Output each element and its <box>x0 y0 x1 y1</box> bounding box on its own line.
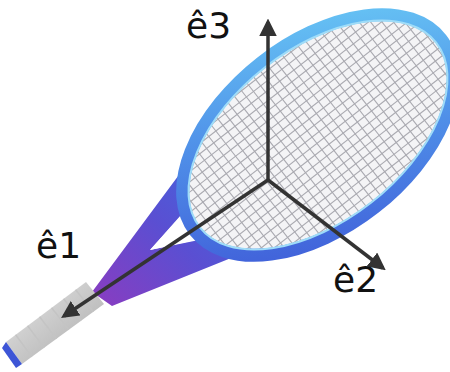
axis-e1 <box>64 180 268 316</box>
frame-inner-edge <box>147 0 450 295</box>
axis-label: ê3 <box>186 8 231 44</box>
racket-frame <box>138 0 450 304</box>
axis-e3 <box>266 22 270 180</box>
racket-strings <box>129 0 450 307</box>
axis-label: ê1 <box>36 228 81 264</box>
axis-e2 <box>268 180 383 268</box>
grip-wrap <box>16 290 94 357</box>
racket-grip <box>6 282 104 364</box>
butt-cap <box>2 342 22 368</box>
axis-label: ê2 <box>333 262 378 298</box>
